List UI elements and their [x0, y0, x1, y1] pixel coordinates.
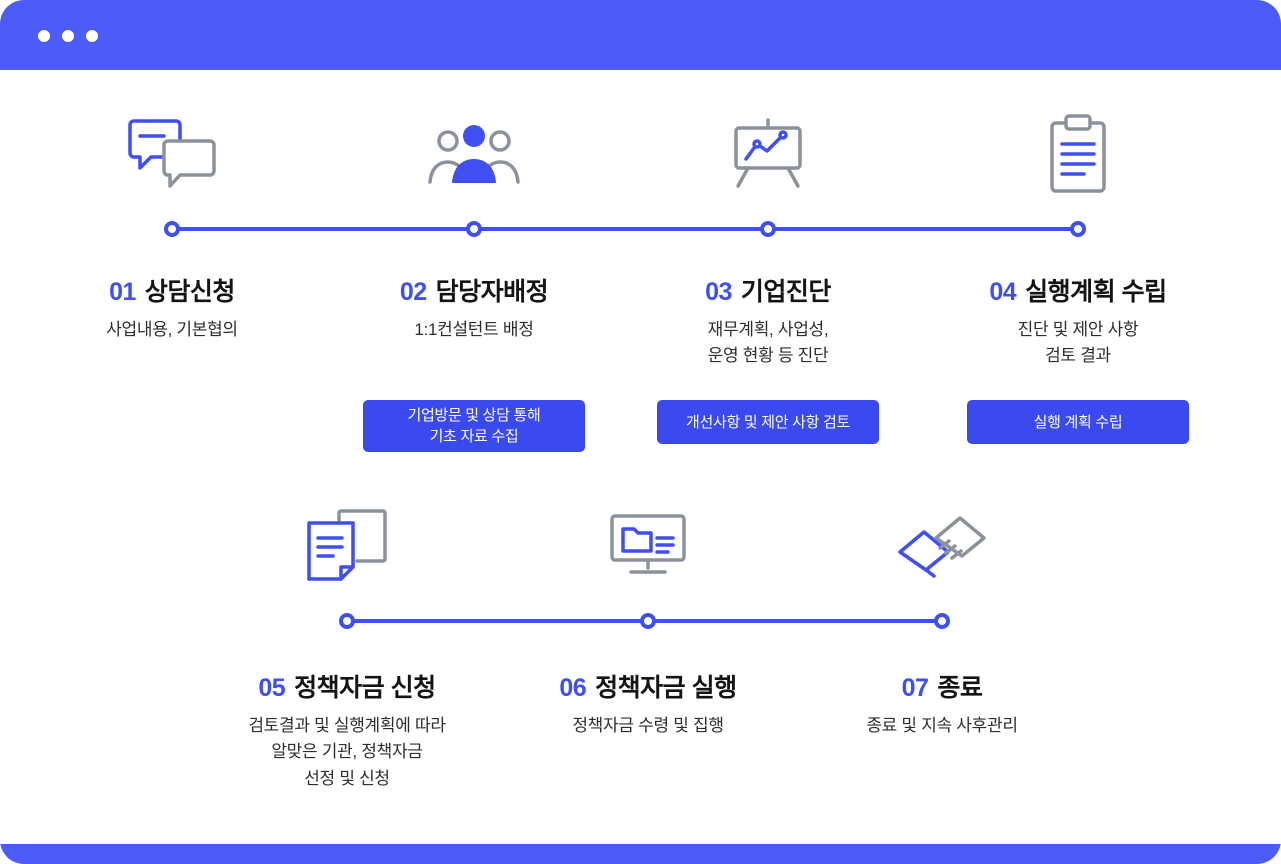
process-step-03: 03 기업진단 재무계획, 사업성, 운영 현황 등 진단 개선사항 및 제안 …: [638, 112, 898, 457]
documents-icon: [303, 505, 391, 585]
step-description: 사업내용, 기본협의: [106, 320, 238, 339]
step-title: 02 담당자배정: [399, 272, 549, 308]
step-title: 07 종료: [902, 668, 983, 704]
step-description: 종료 및 지속 사후관리: [866, 716, 1018, 735]
process-node-05: [339, 613, 355, 629]
step-title-text: 정책자금 실행: [595, 674, 737, 702]
step-description: 1:1컨설턴트 배정: [414, 320, 534, 339]
step-number: 05: [258, 674, 286, 702]
process-node-01: [164, 221, 180, 237]
window-dot-icon: [62, 30, 74, 42]
step-description: 검토결과 및 실행계획에 따라 알맞은 기관, 정책자금 선정 및 신청: [248, 716, 446, 788]
step-title-text: 담당자배정: [435, 278, 549, 306]
process-step-06: 06 정책자금 실행 정책자금 수령 및 집행: [498, 505, 798, 795]
process-step-04: 04 실행계획 수립 진단 및 제안 사항 검토 결과 실행 계획 수립: [948, 112, 1208, 457]
step-number: 03: [705, 278, 732, 306]
process-node-04: [1070, 221, 1086, 237]
process-node-03: [760, 221, 776, 237]
handshake-icon: [896, 505, 988, 585]
step-badge: 기업방문 및 상담 통해 기초 자료 수집: [363, 400, 585, 452]
step-description: 재무계획, 사업성, 운영 현황 등 진단: [707, 320, 829, 366]
window-dot-icon: [38, 30, 50, 42]
process-step-05: 05 정책자금 신청 검토결과 및 실행계획에 따라 알맞은 기관, 정책자금 …: [197, 505, 497, 795]
process-node-02: [466, 221, 482, 237]
step-title: 01 상담신청: [109, 272, 235, 308]
chart-presentation-icon: [726, 112, 810, 196]
people-group-icon: [426, 112, 522, 196]
step-title-text: 상담신청: [144, 278, 236, 306]
step-description: 정책자금 수령 및 집행: [572, 716, 724, 735]
step-number: 06: [559, 674, 587, 702]
step-title-text: 정책자금 신청: [294, 674, 436, 702]
step-title-text: 종료: [937, 674, 983, 702]
step-number: 02: [399, 278, 427, 306]
step-title: 03 기업진단: [705, 272, 831, 308]
clipboard-icon: [1046, 112, 1110, 196]
process-step-07: 07 종료 종료 및 지속 사후관리: [792, 505, 1092, 795]
step-badge: 실행 계획 수립: [967, 400, 1189, 444]
window-bottombar: [0, 844, 1281, 864]
process-step-02: 02 담당자배정 1:1컨설턴트 배정 기업방문 및 상담 통해 기초 자료 수…: [344, 112, 604, 457]
step-number: 04: [989, 278, 1017, 306]
monitor-folder-icon: [606, 505, 690, 585]
step-description: 진단 및 제안 사항 검토 결과: [1017, 320, 1139, 366]
process-node-07: [934, 613, 950, 629]
step-badge: 개선사항 및 제안 사항 검토: [657, 400, 879, 444]
process-step-01: 01 상담신청 사업내용, 기본협의: [42, 112, 302, 457]
step-title-text: 실행계획 수립: [1025, 278, 1167, 306]
process-node-06: [640, 613, 656, 629]
window-dot-icon: [86, 30, 98, 42]
step-number: 07: [901, 674, 929, 702]
step-number: 01: [109, 278, 136, 306]
window-titlebar: [0, 0, 1281, 70]
step-title: 05 정책자금 신청: [258, 668, 436, 704]
process-connector-line-top: [172, 227, 1078, 231]
window-controls: [38, 30, 98, 42]
step-title-text: 기업진단: [740, 278, 832, 306]
chat-bubbles-icon: [126, 112, 218, 196]
step-title: 06 정책자금 실행: [559, 668, 737, 704]
step-title: 04 실행계획 수립: [989, 272, 1167, 308]
